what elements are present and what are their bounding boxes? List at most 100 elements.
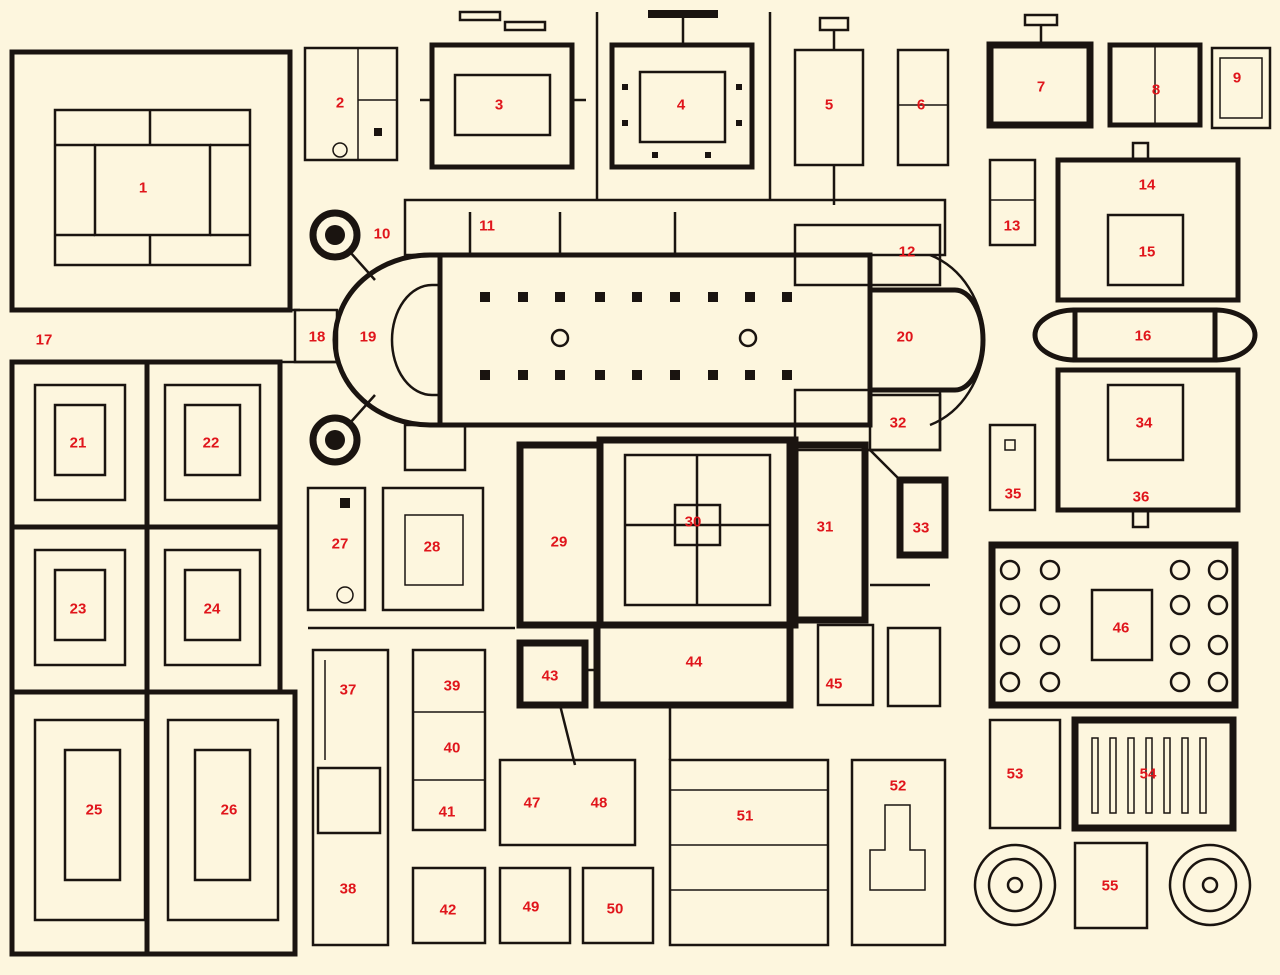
label-36: 36 bbox=[1133, 489, 1150, 506]
label-44: 44 bbox=[686, 654, 703, 671]
label-9: 9 bbox=[1233, 70, 1241, 87]
label-42: 42 bbox=[440, 902, 457, 919]
label-22: 22 bbox=[203, 435, 220, 452]
label-49: 49 bbox=[523, 899, 540, 916]
label-12: 12 bbox=[899, 244, 916, 261]
label-10: 10 bbox=[374, 226, 391, 243]
building-26 bbox=[144, 689, 298, 957]
building-51 bbox=[668, 758, 830, 947]
building-47-48 bbox=[498, 758, 637, 847]
cloister-30 bbox=[596, 436, 799, 629]
building-4 bbox=[609, 10, 755, 170]
label-4: 4 bbox=[677, 97, 686, 114]
label-11: 11 bbox=[479, 218, 495, 235]
tower-south bbox=[309, 394, 376, 466]
building-32 bbox=[868, 393, 942, 452]
label-25: 25 bbox=[86, 802, 103, 819]
building-42 bbox=[411, 866, 487, 945]
building-50 bbox=[581, 866, 655, 945]
building-3 bbox=[420, 10, 586, 170]
label-3: 3 bbox=[495, 97, 503, 114]
label-43: 43 bbox=[542, 668, 559, 685]
building-39-41 bbox=[411, 648, 487, 832]
label-24: 24 bbox=[204, 601, 221, 618]
building-6 bbox=[896, 48, 950, 167]
label-26: 26 bbox=[221, 802, 238, 819]
building-28 bbox=[381, 486, 485, 612]
label-19: 19 bbox=[360, 329, 377, 346]
label-46: 46 bbox=[1113, 620, 1130, 637]
label-39: 39 bbox=[444, 678, 461, 695]
label-37: 37 bbox=[340, 682, 357, 699]
label-7: 7 bbox=[1037, 79, 1045, 96]
label-18: 18 bbox=[309, 329, 326, 346]
building-55 bbox=[1073, 841, 1149, 930]
building-46 bbox=[988, 541, 1239, 709]
building-35 bbox=[988, 423, 1037, 512]
label-38: 38 bbox=[340, 881, 357, 898]
building-33 bbox=[869, 449, 949, 587]
building-14-15 bbox=[1055, 141, 1241, 303]
building-13 bbox=[988, 158, 1037, 247]
label-2: 2 bbox=[336, 95, 344, 112]
label-23: 23 bbox=[70, 601, 87, 618]
building-5 bbox=[793, 16, 865, 205]
label-14: 14 bbox=[1139, 177, 1156, 194]
building-37-38 bbox=[311, 648, 390, 947]
label-35: 35 bbox=[1005, 486, 1022, 503]
label-32: 32 bbox=[890, 415, 907, 432]
label-28: 28 bbox=[424, 539, 441, 556]
building-1 bbox=[9, 49, 293, 313]
label-27: 27 bbox=[332, 536, 349, 553]
plan-labels: 1 2 3 4 5 6 7 8 9 10 11 12 13 14 15 16 1… bbox=[36, 70, 1242, 919]
label-55: 55 bbox=[1102, 878, 1119, 895]
round-structure-east bbox=[1168, 843, 1252, 927]
label-40: 40 bbox=[444, 740, 461, 757]
label-52: 52 bbox=[890, 778, 907, 795]
label-50: 50 bbox=[607, 901, 624, 918]
building-52 bbox=[850, 758, 947, 947]
label-30: 30 bbox=[685, 514, 702, 531]
label-34: 34 bbox=[1136, 415, 1153, 432]
building-2 bbox=[303, 46, 399, 162]
building-54 bbox=[1071, 716, 1237, 832]
round-structure-west bbox=[973, 843, 1057, 927]
label-41: 41 bbox=[439, 804, 456, 821]
building-49 bbox=[498, 866, 572, 945]
label-5: 5 bbox=[825, 97, 833, 114]
label-6: 6 bbox=[917, 97, 925, 114]
building-44 bbox=[558, 621, 794, 766]
label-16: 16 bbox=[1135, 328, 1152, 345]
label-33: 33 bbox=[913, 520, 930, 537]
label-47: 47 bbox=[524, 795, 541, 812]
label-20: 20 bbox=[897, 329, 914, 346]
building-34-36 bbox=[1055, 367, 1241, 529]
building-16 bbox=[1032, 307, 1258, 363]
label-48: 48 bbox=[591, 795, 608, 812]
label-29: 29 bbox=[551, 534, 568, 551]
church bbox=[332, 198, 986, 472]
building-7 bbox=[986, 13, 1094, 129]
building-53 bbox=[988, 718, 1062, 830]
building-9 bbox=[1210, 46, 1272, 130]
label-45: 45 bbox=[826, 676, 843, 693]
building-8 bbox=[1107, 42, 1203, 128]
building-31 bbox=[786, 441, 869, 624]
label-15: 15 bbox=[1139, 244, 1156, 261]
building-45 bbox=[816, 623, 942, 708]
label-8: 8 bbox=[1152, 82, 1160, 99]
building-25 bbox=[9, 689, 150, 957]
label-1: 1 bbox=[139, 180, 147, 197]
building-43 bbox=[516, 639, 589, 709]
nave-piers bbox=[480, 292, 792, 380]
tower-north-10 bbox=[309, 209, 376, 281]
label-21: 21 bbox=[70, 435, 87, 452]
label-51: 51 bbox=[737, 808, 754, 825]
label-17: 17 bbox=[36, 332, 53, 349]
label-31: 31 bbox=[817, 519, 834, 536]
label-54: 54 bbox=[1140, 766, 1157, 783]
label-13: 13 bbox=[1004, 218, 1021, 235]
label-53: 53 bbox=[1007, 766, 1024, 783]
building-27 bbox=[306, 486, 367, 612]
